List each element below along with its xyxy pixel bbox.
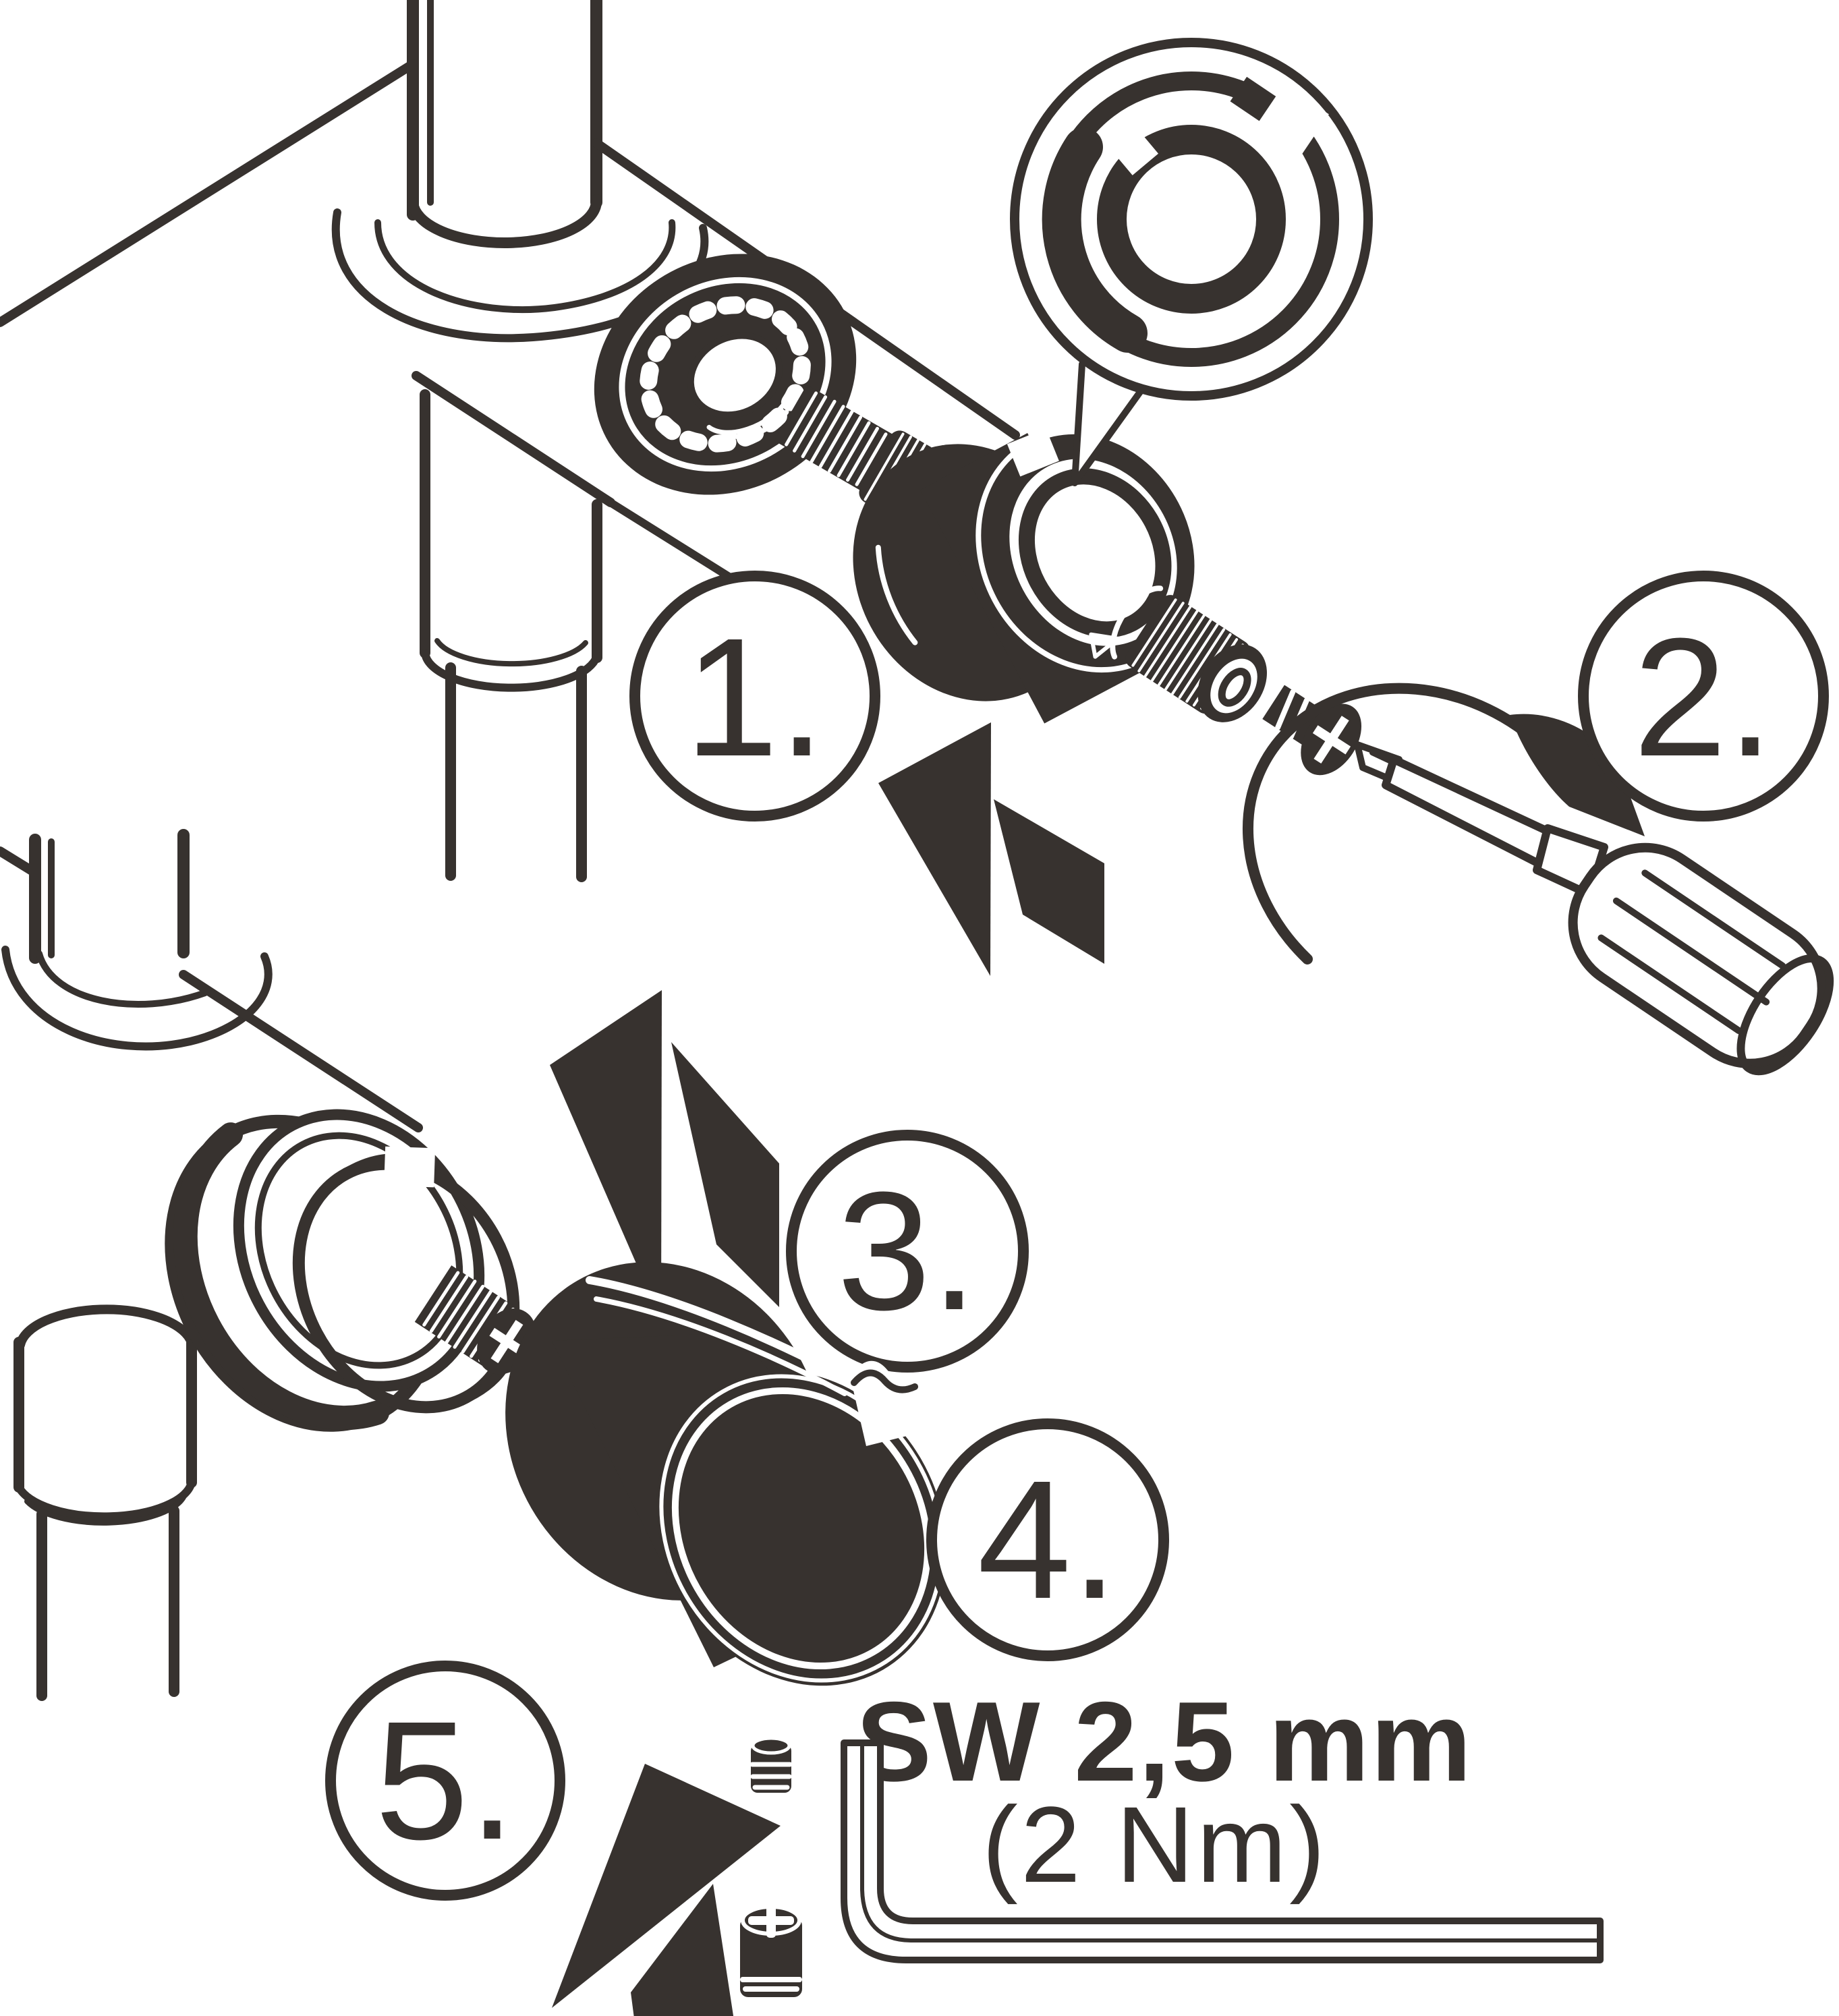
cartridge-boss bbox=[687, 332, 783, 419]
step2: 2. bbox=[1578, 571, 1829, 822]
step3: 3. bbox=[550, 990, 1029, 1373]
wrench-size-text: SW 2,5 mm bbox=[856, 1678, 1473, 1805]
allen-key-outline bbox=[841, 1739, 1604, 1963]
arrow1-head bbox=[878, 722, 991, 976]
wall-edge-top-left bbox=[0, 59, 418, 327]
pipe4-cup-top bbox=[16, 1304, 195, 1350]
arrow1-tail bbox=[994, 799, 1104, 964]
sleeve-notch bbox=[1007, 428, 1059, 477]
escutcheon-carrier bbox=[292, 1146, 520, 1414]
allen-key bbox=[841, 1739, 1604, 1963]
set-screw-small bbox=[749, 1736, 793, 1793]
wall-edge-mid bbox=[412, 371, 615, 507]
step3-label: 3. bbox=[837, 1157, 978, 1345]
sleeve-back-highlight bbox=[875, 544, 918, 645]
cap-front-arc2 bbox=[659, 1374, 944, 1683]
driver-handle-grooves bbox=[1597, 869, 1786, 1035]
pipe3-collar-outer bbox=[1, 946, 273, 1051]
cap-notch-edge bbox=[851, 1369, 918, 1393]
view1-wall-and-pipes bbox=[0, 0, 1020, 882]
step1-circle bbox=[629, 571, 880, 822]
screwdriver bbox=[1243, 683, 1834, 1076]
set-screw-cross-h bbox=[748, 1916, 794, 1925]
arrow3-head bbox=[550, 990, 662, 1321]
torque-text: (2 Nm) bbox=[982, 1784, 1328, 1905]
screw-cross-h bbox=[1312, 725, 1351, 755]
step2-label: 2. bbox=[1633, 603, 1774, 791]
ring-gap-tab bbox=[1230, 76, 1276, 121]
ring-thick-wedge bbox=[1042, 127, 1148, 353]
step2-circle bbox=[1578, 571, 1829, 822]
allen-key-inner-line bbox=[860, 1741, 1602, 1942]
pipe-top-bottom-arc bbox=[407, 194, 602, 248]
step3-circle bbox=[786, 1130, 1029, 1373]
valve2-front-rim bbox=[254, 1132, 463, 1369]
pipe2-cup-rim bbox=[434, 638, 588, 667]
adapter-back-highlight bbox=[1110, 585, 1164, 660]
cap-top-highlight1 bbox=[586, 1276, 858, 1387]
step5: 5. bbox=[325, 1661, 802, 2016]
step5-circle bbox=[325, 1661, 565, 1901]
rosette-rim-highlight bbox=[619, 277, 832, 472]
set-screw-large bbox=[740, 1905, 802, 1997]
arrow5-tail bbox=[631, 1884, 734, 2016]
escutcheon-sleeve bbox=[853, 428, 1200, 724]
step4-circle bbox=[926, 1418, 1169, 1661]
rotation-arrowhead bbox=[1510, 714, 1645, 836]
retaining-ring-in-sleeve bbox=[1018, 468, 1172, 638]
step4: 4. bbox=[926, 1418, 1169, 1661]
valve2-back-thick-arc bbox=[173, 1122, 390, 1431]
wall2-edge-mid bbox=[179, 970, 423, 1132]
cap-front-arc1 bbox=[671, 1387, 932, 1670]
step1-label: 1. bbox=[685, 603, 826, 791]
arrow3-tail bbox=[671, 1042, 779, 1307]
pipe3-collar-inner bbox=[36, 950, 208, 1008]
valve2-stem bbox=[414, 1265, 536, 1375]
step1: 1. bbox=[629, 571, 1104, 976]
spring-detail bbox=[706, 399, 789, 439]
pipe-collar-inner bbox=[374, 219, 676, 313]
carrier-notch bbox=[384, 1146, 436, 1188]
cap-top-highlight2 bbox=[594, 1296, 847, 1396]
ring-inner bbox=[1097, 125, 1286, 314]
adapter-bore bbox=[1218, 668, 1251, 707]
handle-adapter bbox=[1110, 585, 1267, 722]
callout-tail-lines bbox=[1071, 361, 1152, 486]
step4-label: 4. bbox=[978, 1445, 1119, 1634]
step5-label: 5. bbox=[375, 1686, 516, 1874]
rotation-ribbon bbox=[1243, 683, 1550, 964]
sleeve-marker-triangle bbox=[1089, 632, 1120, 659]
valve2-cross-h bbox=[489, 1327, 526, 1356]
view2-wall-and-pipes bbox=[0, 829, 423, 1701]
valve-with-escutcheon bbox=[165, 1109, 536, 1432]
cap-front bbox=[656, 1371, 946, 1686]
phillips-screw bbox=[1262, 685, 1362, 776]
ring-inner-gap bbox=[1112, 129, 1159, 175]
handle-cap bbox=[505, 1262, 946, 1686]
arrow5-head bbox=[552, 1764, 781, 2008]
retaining-ring-callout bbox=[1010, 38, 1373, 486]
driver-shaft bbox=[1382, 755, 1557, 870]
